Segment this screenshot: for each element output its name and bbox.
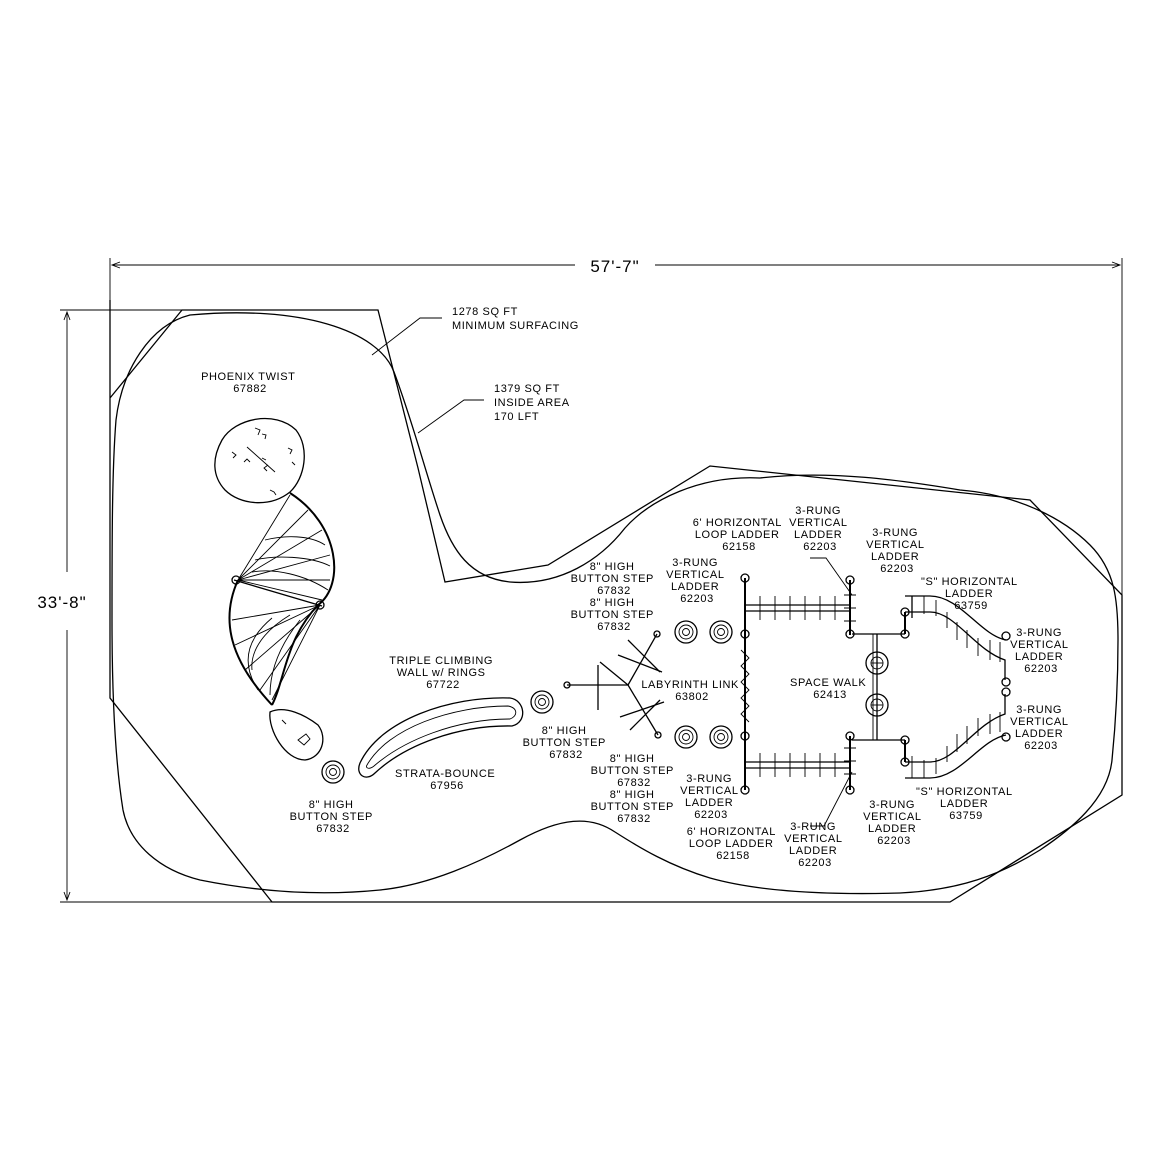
- label-vertical-ladder-bottom-left: 3-RUNG VERTICAL LADDER 62203: [680, 773, 742, 821]
- label-labyrinth-link: LABYRINTH LINK 63802: [641, 679, 742, 703]
- callout-leader-surfacing: [371, 317, 442, 356]
- label-button-step-top-a: 8" HIGH BUTTON STEP 67832: [571, 561, 658, 597]
- loop-ladder-top: [745, 596, 850, 620]
- button-step-icon: [709, 620, 733, 644]
- label-button-step-bottom-a: 8" HIGH BUTTON STEP 67832: [591, 753, 678, 789]
- label-s-ladder-bottom: "S" HORIZONTAL LADDER 63759: [916, 786, 1016, 822]
- labyrinth-link: [563, 630, 665, 739]
- label-strata-bounce: STRATA-BOUNCE 67956: [395, 768, 499, 792]
- space-walk: [852, 633, 905, 741]
- label-vertical-ladder-bottom-mid: 3-RUNG VERTICAL LADDER 62203: [784, 821, 846, 869]
- inside-area-outline: [111, 312, 1119, 895]
- dimension-width: 57'-7": [590, 257, 639, 276]
- label-loop-ladder-top: 6' HORIZONTAL LOOP LADDER 62158: [693, 517, 785, 553]
- label-triple-climbing-wall: TRIPLE CLIMBING WALL w/ RINGS 67722: [389, 655, 496, 691]
- label-vertical-ladder-top-mid: 3-RUNG VERTICAL LADDER 62203: [789, 505, 851, 553]
- label-s-ladder-top: "S" HORIZONTAL LADDER 63759: [921, 576, 1021, 612]
- button-step-icon: [674, 725, 698, 749]
- label-button-step-bottom-b: 8" HIGH BUTTON STEP 67832: [591, 789, 678, 825]
- label-vertical-ladder-far-right-bottom: 3-RUNG VERTICAL LADDER 62203: [1010, 704, 1072, 752]
- label-button-step-left: 8" HIGH BUTTON STEP 67832: [290, 799, 377, 835]
- label-vertical-ladder-top-left: 3-RUNG VERTICAL LADDER 62203: [666, 557, 728, 605]
- phoenix-twist: [214, 417, 336, 761]
- s-ladder-bottom: [905, 687, 1011, 779]
- button-step-icon: [674, 620, 698, 644]
- button-steps: [321, 620, 733, 784]
- label-loop-ladder-bottom: 6' HORIZONTAL LOOP LADDER 62158: [687, 826, 779, 862]
- callout-inside-area: 1379 SQ FT INSIDE AREA 170 LFT: [494, 383, 573, 423]
- callout-surfacing: 1278 SQ FT MINIMUM SURFACING: [452, 306, 579, 332]
- callout-leader-inside: [417, 399, 484, 434]
- vertical-ladder-bottom-mid: [810, 731, 856, 827]
- center-post-line: [740, 573, 750, 795]
- button-step-icon: [321, 760, 345, 784]
- label-space-walk: SPACE WALK 62413: [790, 677, 870, 701]
- label-vertical-ladder-far-right-top: 3-RUNG VERTICAL LADDER 62203: [1010, 627, 1072, 675]
- label-vertical-ladder-bottom-right: 3-RUNG VERTICAL LADDER 62203: [863, 799, 925, 847]
- strata-bounce: [358, 697, 524, 778]
- label-phoenix-twist: PHOENIX TWIST 67882: [201, 371, 299, 395]
- minimum-surfacing-boundary: [109, 300, 1123, 903]
- label-vertical-ladder-top-right: 3-RUNG VERTICAL LADDER 62203: [866, 527, 928, 575]
- dimension-height: 33'-8": [37, 593, 86, 612]
- label-button-step-mid: 8" HIGH BUTTON STEP 67832: [523, 725, 610, 761]
- button-step-icon: [530, 690, 554, 714]
- s-ladder-top: [905, 595, 1011, 687]
- button-step-icon: [709, 725, 733, 749]
- loop-ladder-bottom: [745, 753, 850, 777]
- label-button-step-top-b: 8" HIGH BUTTON STEP 67832: [571, 597, 658, 633]
- vertical-ladder-top-mid: [810, 557, 856, 639]
